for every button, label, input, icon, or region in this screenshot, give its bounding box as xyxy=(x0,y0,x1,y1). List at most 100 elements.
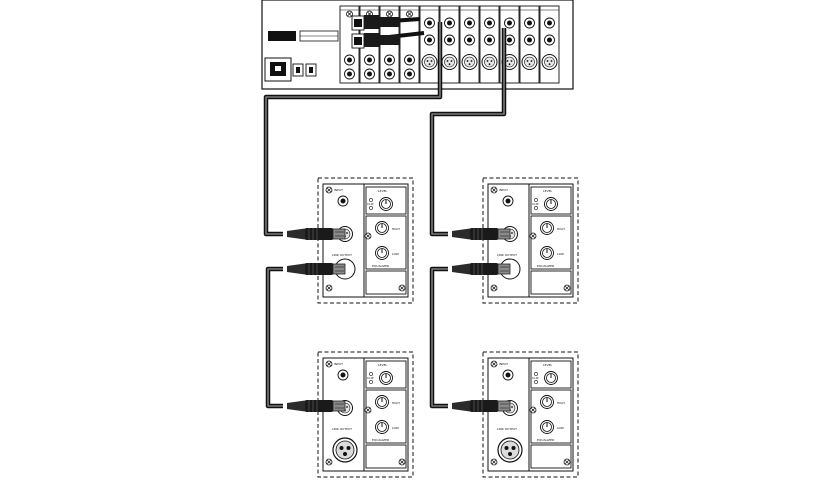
screw-icon xyxy=(563,458,571,466)
speaker-panel-2: INPUT LINK OUTPUT LEVEL CLIP HIGH LOW EQUALIZE… xyxy=(482,177,579,304)
low-label: LOW xyxy=(557,426,564,430)
mixer-jack xyxy=(404,54,415,66)
clip-label: CLIP xyxy=(367,202,374,206)
link-output-xlr-icon xyxy=(332,437,358,463)
mixer-rear-panel xyxy=(261,0,574,90)
low-knob-icon xyxy=(375,420,389,434)
screw-icon xyxy=(398,284,406,292)
mixer-jack xyxy=(544,34,555,46)
high-label: HIGH xyxy=(392,227,400,231)
cable-link-to-speaker-3 xyxy=(265,266,283,409)
screw-icon xyxy=(563,284,571,292)
mixer-xlr xyxy=(441,54,458,70)
high-label: HIGH xyxy=(557,401,565,405)
input-jack-icon xyxy=(337,195,349,207)
mixer-jack xyxy=(384,54,395,66)
equalizer-label: EQUALIZER xyxy=(537,264,554,268)
input-jack-icon xyxy=(502,195,514,207)
clip-label: CLIP xyxy=(532,376,539,380)
high-knob-icon xyxy=(375,221,389,235)
input-label: INPUT xyxy=(499,188,508,192)
mixer-jack xyxy=(364,54,375,66)
screw-icon xyxy=(325,458,333,466)
screw-icon xyxy=(490,284,498,292)
level-knob-icon xyxy=(544,371,558,385)
link-output-label: LINK OUTPUT xyxy=(332,427,352,431)
mixer-jack xyxy=(484,17,495,29)
mixer-jack xyxy=(464,17,475,29)
level-label: LEVEL xyxy=(543,363,553,367)
mixer-screw xyxy=(406,10,413,18)
mixer-xlr xyxy=(481,54,498,70)
speaker-panel-1: INPUT LINK OUTPUT LEVEL CLIP HIGH LOW EQUALIZE… xyxy=(317,177,414,304)
screw-icon xyxy=(325,284,333,292)
high-knob-icon xyxy=(540,221,554,235)
screw-icon xyxy=(325,186,333,194)
mixer-jack xyxy=(464,34,475,46)
mixer-jack xyxy=(444,17,455,29)
link-output-label: LINK OUTPUT xyxy=(497,253,517,257)
level-label: LEVEL xyxy=(378,189,388,193)
mixer-jack xyxy=(504,17,515,29)
level-label: LEVEL xyxy=(543,189,553,193)
screw-icon xyxy=(490,186,498,194)
screw-icon xyxy=(529,232,537,240)
input-label: INPUT xyxy=(499,362,508,366)
mixer-xlr xyxy=(461,54,478,70)
low-knob-icon xyxy=(375,246,389,260)
mixer-xlr xyxy=(421,54,438,70)
screw-icon xyxy=(529,406,537,414)
link-output-label: LINK OUTPUT xyxy=(497,427,517,431)
low-knob-icon xyxy=(540,420,554,434)
speaker-panels: INPUT LINK OUTPUT LEVEL CLIP HIGH LOW EQUALIZE… xyxy=(317,177,579,478)
level-label: LEVEL xyxy=(378,363,388,367)
mixer-jack xyxy=(424,17,435,29)
high-label: HIGH xyxy=(392,401,400,405)
input-label: INPUT xyxy=(334,188,343,192)
level-knob-icon xyxy=(379,371,393,385)
low-label: LOW xyxy=(392,252,399,256)
low-label: LOW xyxy=(392,426,399,430)
screw-icon xyxy=(398,458,406,466)
clip-label: CLIP xyxy=(532,202,539,206)
input-jack-icon xyxy=(337,369,349,381)
mixer-jack xyxy=(344,54,355,66)
mixer-jack xyxy=(344,68,355,80)
level-knob-icon xyxy=(379,197,393,211)
mixer-jack xyxy=(544,17,555,29)
mixer-jack xyxy=(484,34,495,46)
mixer-output-plugs xyxy=(351,15,400,49)
mixer-screw xyxy=(386,10,393,18)
speaker-panel-4: INPUT LINK OUTPUT LEVEL CLIP HIGH LOW EQUALIZE… xyxy=(482,351,579,478)
screw-icon xyxy=(490,360,498,368)
equalizer-label: EQUALIZER xyxy=(372,264,389,268)
screw-icon xyxy=(364,406,372,414)
screw-icon xyxy=(364,232,372,240)
mixer-xlr xyxy=(541,54,558,70)
mixer-jack xyxy=(384,68,395,80)
level-knob-icon xyxy=(544,197,558,211)
high-knob-icon xyxy=(540,395,554,409)
high-label: HIGH xyxy=(557,227,565,231)
mixer-jack xyxy=(424,34,435,46)
high-knob-icon xyxy=(375,395,389,409)
mixer-jack xyxy=(364,68,375,80)
clip-label: CLIP xyxy=(367,376,374,380)
mixer-jack xyxy=(404,68,415,80)
mixer-jack xyxy=(444,34,455,46)
input-jack-icon xyxy=(502,369,514,381)
link-output-xlr-icon xyxy=(497,437,523,463)
cable-link-to-speaker-4 xyxy=(429,266,448,409)
screw-icon xyxy=(490,458,498,466)
mixer-xlr xyxy=(521,54,538,70)
low-knob-icon xyxy=(540,246,554,260)
equalizer-label: EQUALIZER xyxy=(537,438,554,442)
mixer-jack xyxy=(524,17,535,29)
input-label: INPUT xyxy=(334,362,343,366)
mixer-jack xyxy=(524,34,535,46)
screw-icon xyxy=(325,360,333,368)
link-output-label: LINK OUTPUT xyxy=(332,253,352,257)
low-label: LOW xyxy=(557,252,564,256)
